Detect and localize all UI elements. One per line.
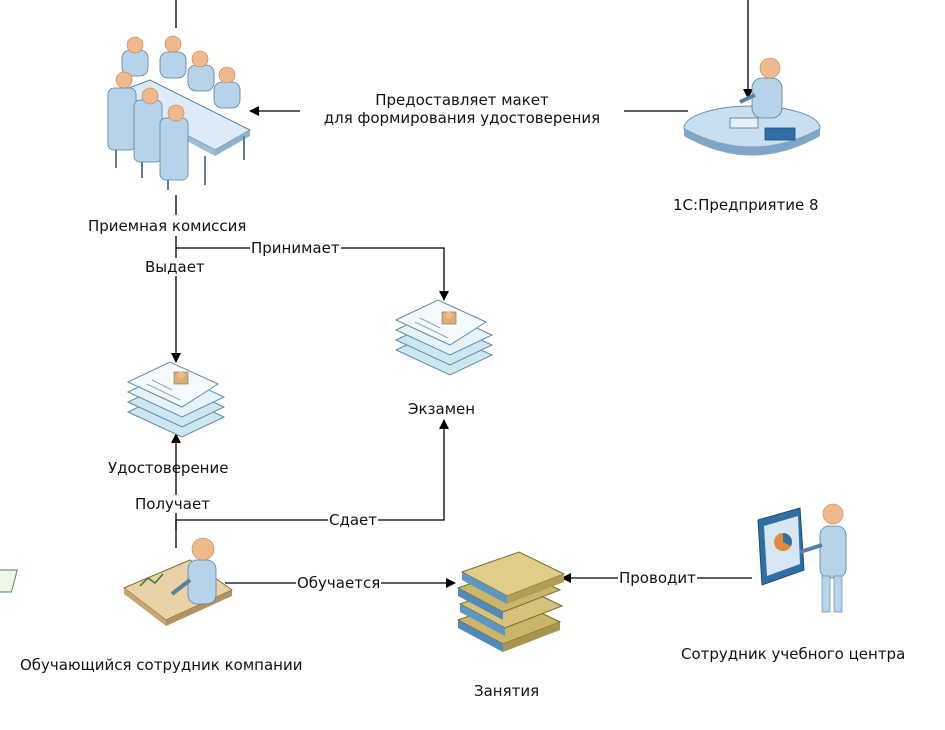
edge-label-conducts: Проводит <box>618 569 697 587</box>
computer-workstation-icon <box>683 57 821 156</box>
document-stack-icon <box>126 361 226 438</box>
edge-label-provides-line2: для формирования удостоверения <box>323 109 601 127</box>
presenter-board-icon <box>757 503 847 613</box>
edge-label-passes: Сдает <box>328 511 379 529</box>
connectors <box>171 0 753 588</box>
person-at-desk-icon <box>0 537 233 626</box>
node-label-classes: Занятия <box>474 682 540 700</box>
edge-label-studies: Обучается <box>296 574 382 592</box>
edge-label-receives: Получает <box>134 495 211 513</box>
books-stack-icon <box>456 551 566 652</box>
document-stack-icon <box>394 299 494 376</box>
node-label-exam: Экзамен <box>408 400 476 418</box>
edge-label-provides: Предоставляет макет для формирования удо… <box>300 91 624 127</box>
edge-label-accepts: Принимает <box>250 239 341 257</box>
meeting-table-icon <box>107 35 252 190</box>
node-label-student: Обучающийся сотрудник компании <box>20 656 303 674</box>
edge-label-issues: Выдает <box>144 258 206 276</box>
edge-label-provides-line1: Предоставляет макет <box>375 91 549 109</box>
edge-passes <box>175 419 449 548</box>
node-label-certificate: Удостоверение <box>108 459 229 477</box>
node-label-trainer: Сотрудник учебного центра <box>681 645 906 663</box>
node-label-commission: Приемная комиссия <box>88 217 247 235</box>
node-label-enterprise: 1С:Предприятие 8 <box>673 196 819 214</box>
